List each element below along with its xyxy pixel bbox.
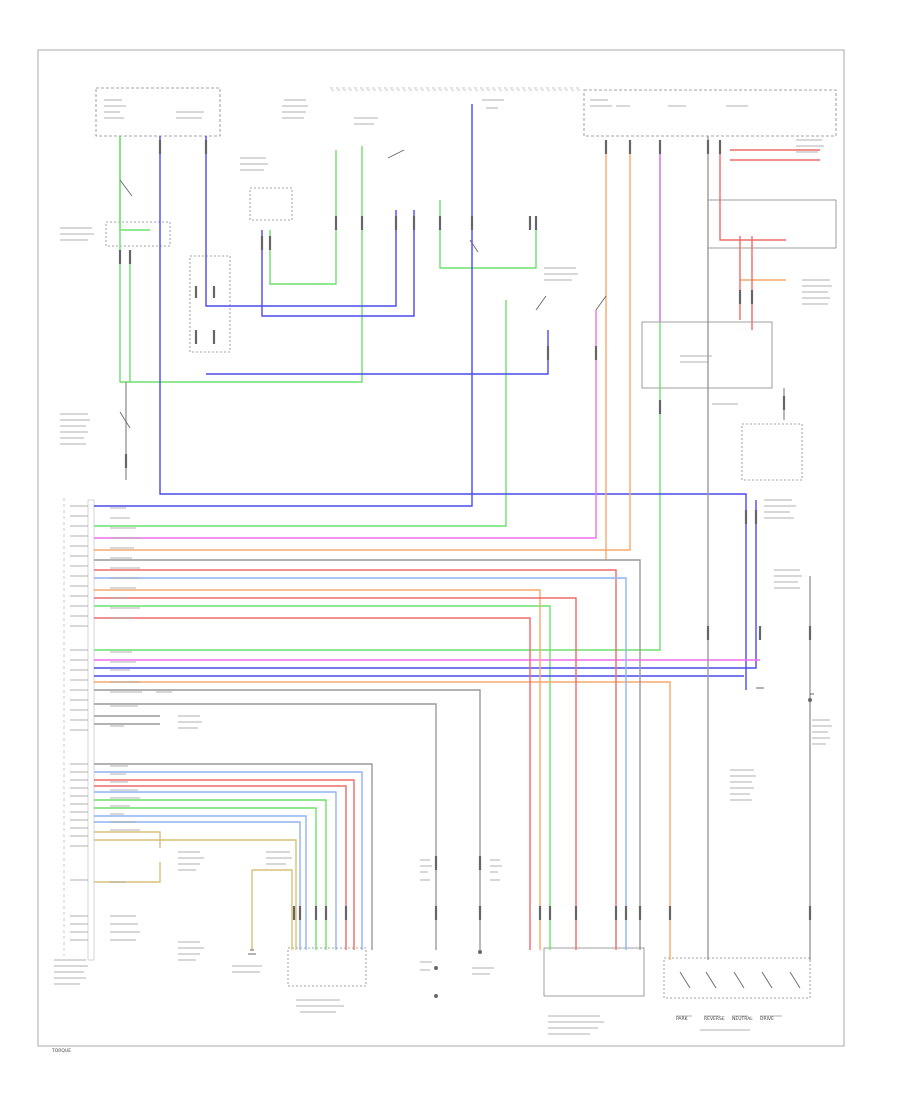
switch-label-park: PARK (676, 1016, 689, 1022)
wire-red-4 (719, 140, 786, 241)
wire-green-8 (94, 799, 327, 950)
wire-grey-2 (94, 689, 481, 950)
text-marks (54, 99, 832, 1035)
wire-red-10 (94, 779, 355, 950)
wire-green-3 (269, 150, 337, 285)
wire-green-5 (94, 300, 507, 527)
wire-lightblue-2 (94, 771, 363, 950)
wire-lightblue-4 (94, 821, 301, 950)
wire-blue-4 (206, 330, 549, 375)
wire-orange-1 (94, 140, 631, 551)
wire-group (94, 104, 820, 960)
wire-grey-3 (94, 703, 437, 950)
wire-grey-4 (94, 763, 373, 950)
diagram-frame (37, 49, 845, 1047)
switch-label-drive: DRIVE (760, 1016, 774, 1022)
wire-blue-6 (94, 500, 757, 669)
wire-green-1 (119, 136, 363, 383)
wire-green-9 (94, 807, 317, 950)
wire-lightblue-1 (94, 577, 627, 950)
wire-green-10 (119, 136, 150, 231)
wire-blue-2 (205, 136, 397, 307)
wire-tan-5 (94, 839, 297, 950)
wire-red-1 (94, 569, 617, 950)
wire-green-4 (439, 200, 537, 269)
wire-grey-1 (94, 559, 641, 950)
corner-label: TORQUE (51, 1048, 71, 1054)
wire-orange-4 (94, 589, 541, 950)
wire-blue-3 (261, 210, 415, 317)
wire-red-3 (94, 617, 531, 950)
wire-green-6 (94, 140, 661, 651)
wire-green-7 (94, 605, 551, 950)
connector-stubs (118, 140, 812, 920)
switch-label-reverse: REVERSE (704, 1016, 725, 1022)
wire-tan-2 (94, 862, 161, 883)
wire-lightblue-5 (94, 815, 307, 950)
wire-orange-3 (94, 681, 671, 960)
wire-lightblue-3 (94, 791, 337, 950)
wire-tan-1 (94, 831, 161, 848)
wire-tan-4 (252, 869, 293, 950)
top-fuse-blocks (87, 87, 837, 999)
wire-blue-1 (159, 136, 747, 690)
wire-red-2 (94, 597, 577, 950)
switch-label-neutral: NEUTRAL (732, 1016, 753, 1022)
wire-red-9 (94, 785, 347, 950)
ground-symbols (248, 687, 814, 955)
wire-pink-1 (94, 310, 597, 539)
wire-blue-5 (94, 104, 473, 507)
